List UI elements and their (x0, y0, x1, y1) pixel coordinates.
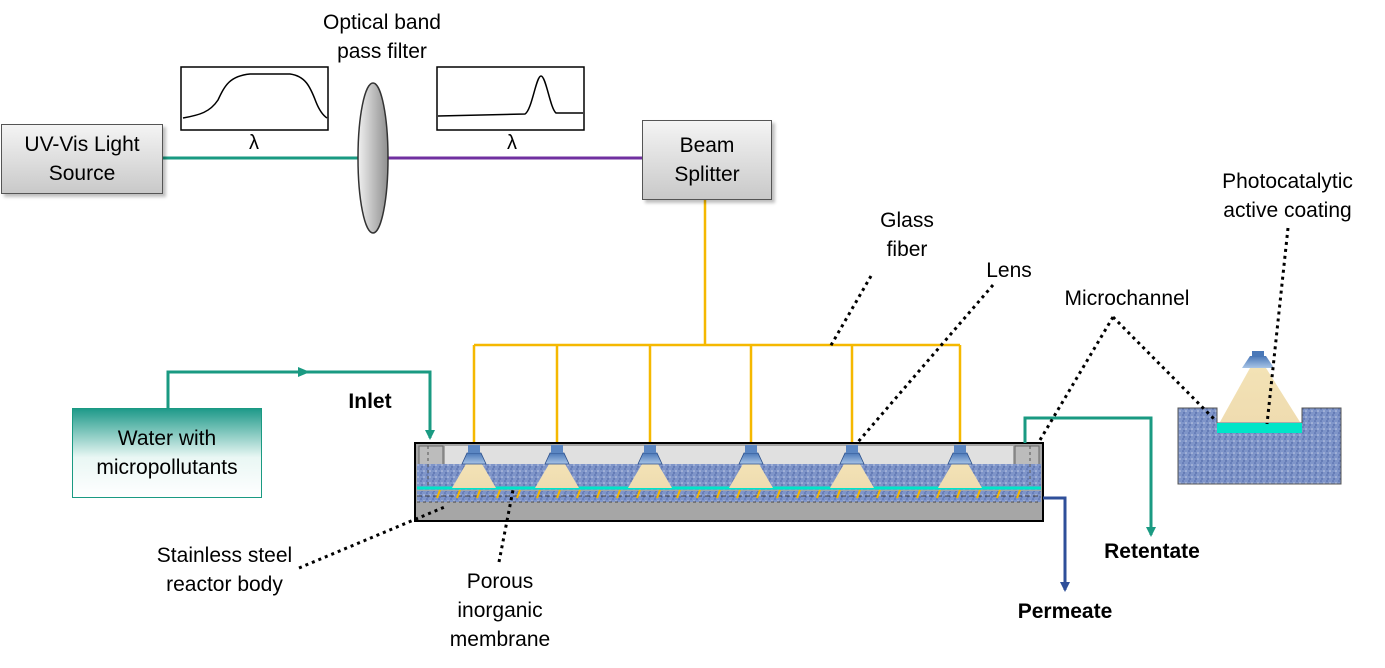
microchannel-label: Microchannel (1064, 287, 1190, 310)
lens-cap (954, 445, 966, 453)
lens-cap (644, 445, 656, 453)
pore-tick (436, 489, 441, 499)
pore-tick (756, 489, 761, 499)
glass-fiber-network (472, 200, 962, 443)
microchannel-detail (1177, 351, 1342, 485)
pore-tick (596, 489, 601, 499)
light-cone (628, 464, 672, 488)
lens-cap (551, 445, 563, 453)
lens-cap (745, 445, 757, 453)
lambda-label-narrow: λ (507, 132, 517, 154)
pore-tick (836, 489, 841, 499)
light-cone (938, 464, 982, 488)
light-cone (452, 464, 496, 488)
pore-tick (916, 489, 921, 499)
broad-spectrum-plot (180, 66, 329, 131)
photocatalytic-coating-label: Photocatalytic active coating (1222, 170, 1353, 222)
pore-tick (896, 489, 901, 499)
permeate-flow-line (1043, 496, 1070, 592)
stainless-steel-label: Stainless steel reactor body (156, 544, 293, 596)
pore-tick (556, 489, 561, 499)
pore-tick (796, 489, 801, 499)
pore-tick (876, 489, 881, 499)
retentate-label: Retentate (1104, 540, 1200, 563)
light-cone (830, 464, 874, 488)
fiber-lenses (452, 445, 982, 488)
pore-tick (936, 489, 941, 499)
pore-tick (536, 489, 541, 499)
membrane-label: Porous inorganic membrane (449, 570, 551, 651)
pore-tick (676, 489, 681, 499)
pore-tick (496, 489, 501, 499)
pore-tick (776, 489, 781, 499)
water-source-box: Water with micropollutants (72, 408, 262, 498)
inlet-arrowhead (298, 367, 310, 377)
optical-filter-label: Optical band pass filter (323, 11, 441, 63)
pore-tick (696, 489, 701, 499)
reactor (414, 442, 1044, 522)
narrow-spectrum-plot (436, 66, 585, 131)
inlet-label: Inlet (348, 390, 392, 413)
pore-tick (996, 489, 1001, 499)
pore-tick (736, 489, 741, 499)
lambda-label-broad: λ (249, 132, 259, 154)
pore-tick (716, 489, 721, 499)
lens-head (947, 452, 973, 465)
light-cone (729, 464, 773, 488)
permeate-label: Permeate (1017, 600, 1113, 623)
pore-tick (636, 489, 641, 499)
lens-cap (468, 445, 480, 453)
pore-tick (456, 489, 461, 499)
beam-splitter-box: Beam Splitter (642, 120, 772, 200)
pore-tick (476, 489, 481, 499)
light-cone (535, 464, 579, 488)
lens-head (839, 452, 865, 465)
glass-fiber-label: Glass fiber (880, 209, 934, 261)
lens-cap (846, 445, 858, 453)
pore-tick (576, 489, 581, 499)
band-pass-filter-lens (357, 82, 389, 234)
pore-tick (956, 489, 961, 499)
pore-tick (656, 489, 661, 499)
lens-head (544, 452, 570, 465)
annotation-leaders (298, 227, 1290, 570)
pore-tick (856, 489, 861, 499)
uv-vis-light-source-box: UV-Vis Light Source (1, 124, 163, 194)
membrane-pores (436, 489, 1021, 499)
pore-tick (616, 489, 621, 499)
pore-tick (1016, 489, 1021, 499)
lens-head (637, 452, 663, 465)
pore-tick (816, 489, 821, 499)
retentate-flow-line (1023, 416, 1156, 537)
pore-tick (976, 489, 981, 499)
lens-head (461, 452, 487, 465)
lens-label: Lens (986, 259, 1032, 282)
lens-head (738, 452, 764, 465)
pore-tick (516, 489, 521, 499)
